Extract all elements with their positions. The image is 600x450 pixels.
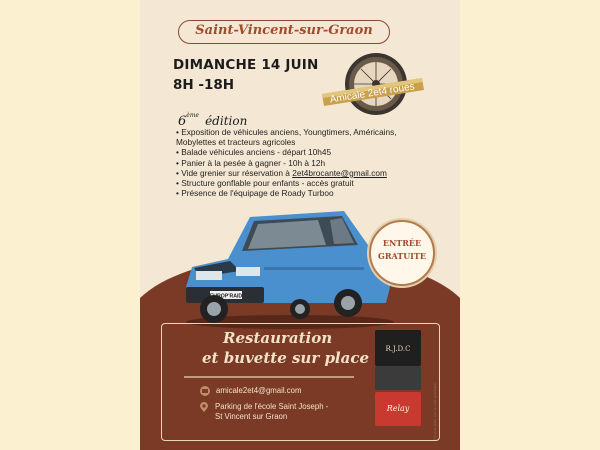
address-line-2: St Vincent sur Graon (215, 412, 288, 421)
badge-line-2: GRATUITE (378, 251, 426, 261)
town-banner: Saint-Vincent-sur-Graon (178, 20, 390, 44)
address-line-1: Parking de l'école Saint Joseph - (215, 402, 329, 411)
free-entry-badge: ENTRÉE GRATUITE (369, 220, 435, 286)
club-logo: Amicale 2et4 roues (322, 53, 424, 115)
edition-number: 6 (178, 114, 187, 129)
event-date: DIMANCHE 14 JUIN (173, 57, 319, 73)
activity-item: • Exposition de véhicules anciens, Young… (176, 127, 397, 148)
vertical-note: Ne pas jeter sur la voie publique (432, 382, 437, 440)
event-hours: 8H -18H (173, 77, 235, 93)
activity-item: • Balade véhicules anciens - départ 10h4… (176, 147, 332, 158)
email-link[interactable]: 2et4brocante@gmail.com (292, 167, 387, 178)
activity-item: • Panier à la pesée à gagner - 10h à 12h (176, 157, 326, 168)
restauration-title: Restauration (223, 329, 333, 347)
restauration-subtitle: et buvette sur place (202, 349, 370, 367)
ticket-divider (184, 376, 354, 378)
badge-line-1: ENTRÉE (382, 238, 422, 248)
activity-item: • Vide grenier sur réservation à 2et4bro… (176, 167, 387, 178)
town-name: Saint-Vincent-sur-Graon (195, 23, 373, 38)
email-icon (200, 386, 210, 396)
activity-list: • Exposition de véhicules anciens, Young… (176, 127, 436, 198)
contact-address: Parking de l'école Saint Joseph - St Vin… (200, 402, 329, 422)
activity-item: • Structure gonflable pour enfants - acc… (176, 178, 354, 189)
sponsor-name: Relay (386, 404, 410, 413)
sponsor-photo (375, 366, 421, 390)
event-poster: Saint-Vincent-sur-Graon DIMANCHE 14 JUIN… (140, 0, 460, 450)
car-illustration: EUROP'RAID (186, 211, 394, 329)
info-ticket (161, 323, 440, 441)
contact-email-text[interactable]: amicale2et4@gmail.com (216, 386, 302, 395)
location-pin-icon (200, 402, 208, 412)
edition-label: 6ème édition (178, 112, 247, 129)
sponsor-logo-relay: Relay (375, 392, 421, 426)
contact-email: amicale2et4@gmail.com (200, 386, 302, 396)
activity-item: • Présence de l'équipage de Roady Turboo (176, 188, 334, 199)
sponsor-logo-rjdc: R.J.D.C (375, 330, 421, 366)
sponsor-name: R.J.D.C (385, 345, 411, 353)
license-plate: EUROP'RAID (210, 294, 243, 300)
edition-suffix: ème (186, 112, 200, 119)
edition-word: édition (205, 114, 248, 128)
